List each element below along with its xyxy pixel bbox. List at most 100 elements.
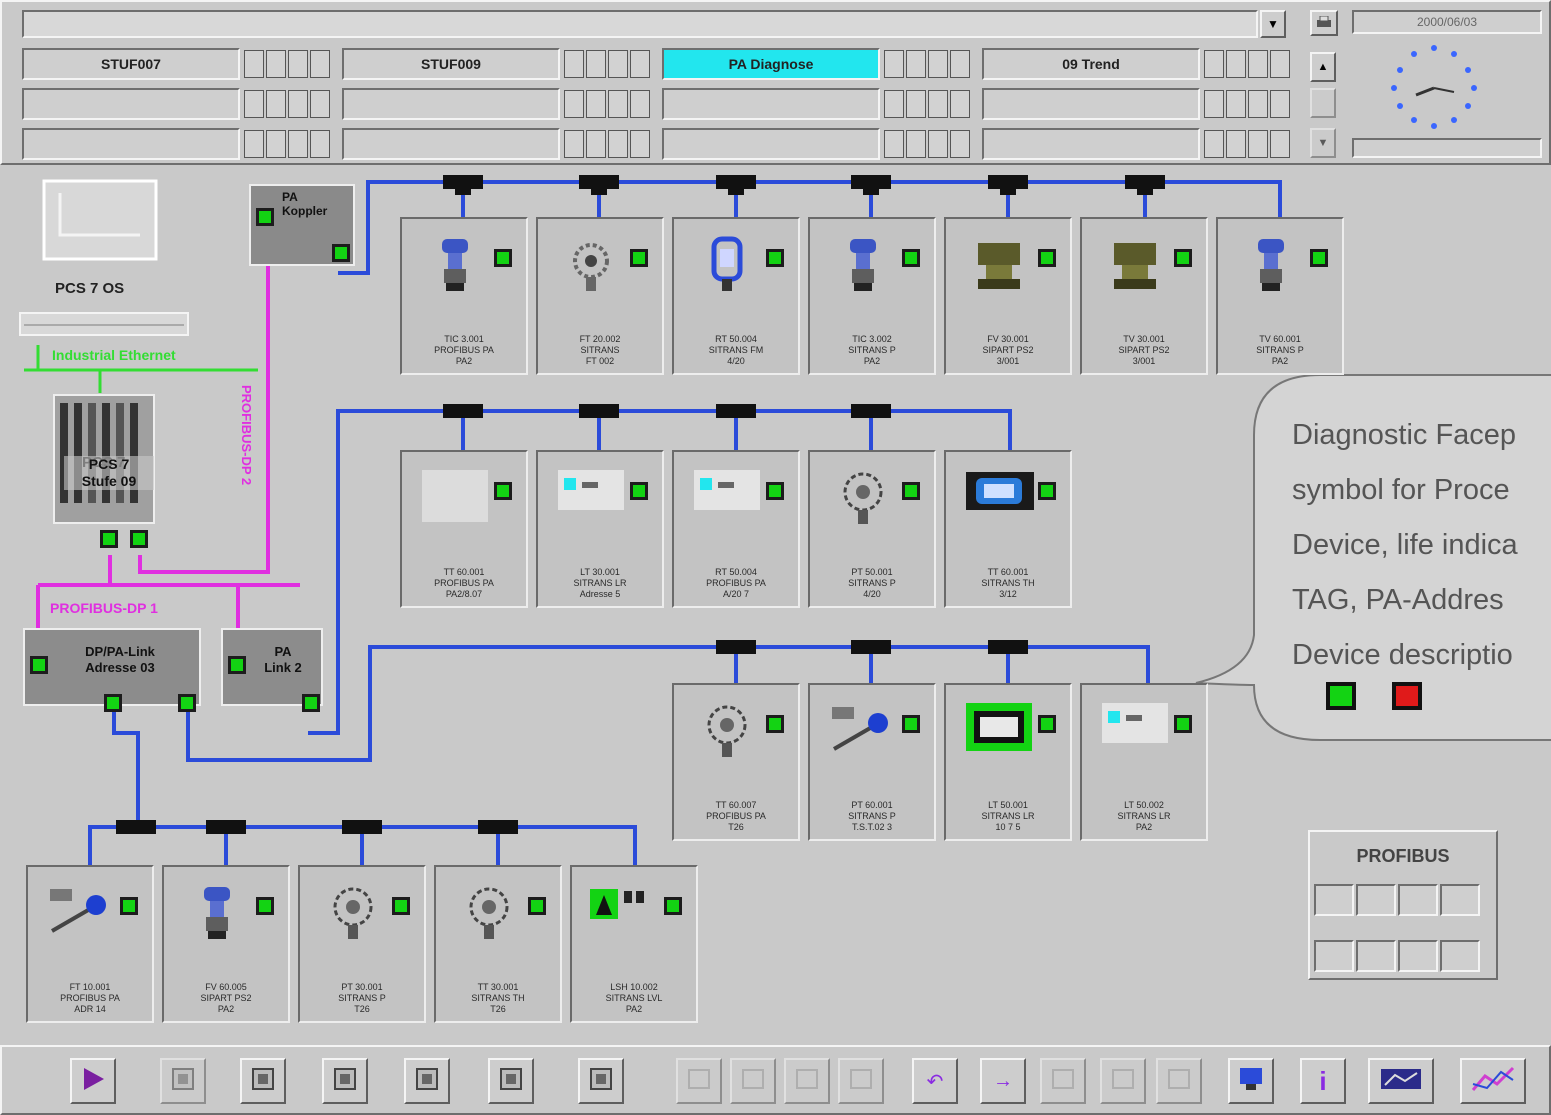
area-field[interactable] xyxy=(342,128,560,160)
pa-coupler-out-lamp[interactable] xyxy=(332,244,350,262)
area-status-box[interactable] xyxy=(310,90,330,118)
device-status-lamp[interactable] xyxy=(902,715,920,733)
area-status-box[interactable] xyxy=(950,50,970,78)
device-status-lamp[interactable] xyxy=(392,897,410,915)
area-status-box[interactable] xyxy=(310,50,330,78)
profibus-slot[interactable] xyxy=(1356,884,1396,916)
device-faceplate[interactable]: TT 60.001 PROFIBUS PA PA2/8.07 xyxy=(400,450,528,608)
device-status-lamp[interactable] xyxy=(1038,249,1056,267)
area-status-box[interactable] xyxy=(310,130,330,158)
area-status-box[interactable] xyxy=(244,50,264,78)
area-field[interactable] xyxy=(662,128,880,160)
area-status-box[interactable] xyxy=(950,90,970,118)
area-status-box[interactable] xyxy=(928,130,948,158)
area-status-box[interactable] xyxy=(884,130,904,158)
area-status-box[interactable] xyxy=(1270,130,1290,158)
device-faceplate[interactable]: TT 60.001 SITRANS TH 3/12 xyxy=(944,450,1072,608)
device-status-lamp[interactable] xyxy=(528,897,546,915)
area-field[interactable] xyxy=(982,128,1200,160)
area-status-box[interactable] xyxy=(1204,130,1224,158)
nav-up-button[interactable]: ▲ xyxy=(1310,52,1336,82)
dropdown-button[interactable]: ▼ xyxy=(1260,10,1286,38)
area-status-box[interactable] xyxy=(1226,90,1246,118)
area-status-box[interactable] xyxy=(1248,50,1268,78)
area-status-box[interactable] xyxy=(244,90,264,118)
device-faceplate[interactable]: FV 30.001 SIPART PS2 3/001 xyxy=(944,217,1072,375)
device-faceplate[interactable]: TT 30.001 SITRANS TH T26 xyxy=(434,865,562,1023)
device-status-lamp[interactable] xyxy=(494,482,512,500)
area-status-box[interactable] xyxy=(630,50,650,78)
device-status-lamp[interactable] xyxy=(1310,249,1328,267)
toolbar-button[interactable] xyxy=(838,1058,884,1104)
dp-pa-left-lamp[interactable] xyxy=(30,656,48,674)
cpu-lamp-2[interactable] xyxy=(130,530,148,548)
pa-coupler-lamp[interactable] xyxy=(256,208,274,226)
toolbar-button[interactable] xyxy=(730,1058,776,1104)
dp-pa-left-out-lamp-1[interactable] xyxy=(104,694,122,712)
area-status-box[interactable] xyxy=(608,50,628,78)
area-status-box[interactable] xyxy=(564,130,584,158)
device-faceplate[interactable]: PT 60.001 SITRANS P T.S.T.02 3 xyxy=(808,683,936,841)
toolbar-button[interactable] xyxy=(488,1058,534,1104)
device-faceplate[interactable]: LT 50.002 SITRANS LR PA2 xyxy=(1080,683,1208,841)
area-status-box[interactable] xyxy=(630,90,650,118)
profibus-slot[interactable] xyxy=(1440,940,1480,972)
profibus-slot[interactable] xyxy=(1356,940,1396,972)
profibus-slot[interactable] xyxy=(1398,940,1438,972)
device-faceplate[interactable]: FT 20.002 SITRANS FT 002 xyxy=(536,217,664,375)
area-field[interactable]: 09 Trend xyxy=(982,48,1200,80)
toolbar-button[interactable] xyxy=(240,1058,286,1104)
area-status-box[interactable] xyxy=(564,90,584,118)
area-status-box[interactable] xyxy=(950,130,970,158)
area-field[interactable] xyxy=(22,88,240,120)
device-status-lamp[interactable] xyxy=(494,249,512,267)
area-field[interactable] xyxy=(22,128,240,160)
area-status-box[interactable] xyxy=(586,90,606,118)
device-faceplate[interactable]: FT 10.001 PROFIBUS PA ADR 14 xyxy=(26,865,154,1023)
device-faceplate[interactable]: TV 30.001 SIPART PS2 3/001 xyxy=(1080,217,1208,375)
dp-pa-right-lamp[interactable] xyxy=(228,656,246,674)
area-status-box[interactable] xyxy=(586,50,606,78)
toolbar-button[interactable] xyxy=(1156,1058,1202,1104)
device-status-lamp[interactable] xyxy=(1038,715,1056,733)
device-status-lamp[interactable] xyxy=(902,249,920,267)
area-status-box[interactable] xyxy=(288,50,308,78)
device-status-lamp[interactable] xyxy=(630,249,648,267)
area-status-box[interactable] xyxy=(266,90,286,118)
area-field[interactable] xyxy=(342,88,560,120)
device-faceplate[interactable]: TV 60.001 SITRANS P PA2 xyxy=(1216,217,1344,375)
device-status-lamp[interactable] xyxy=(256,897,274,915)
area-status-box[interactable] xyxy=(288,90,308,118)
area-status-box[interactable] xyxy=(928,50,948,78)
area-status-box[interactable] xyxy=(608,90,628,118)
device-status-lamp[interactable] xyxy=(766,482,784,500)
device-status-lamp[interactable] xyxy=(902,482,920,500)
toolbar-button[interactable] xyxy=(676,1058,722,1104)
area-status-box[interactable] xyxy=(1270,50,1290,78)
toolbar-button[interactable] xyxy=(1368,1058,1434,1104)
device-faceplate[interactable]: TIC 3.001 PROFIBUS PA PA2 xyxy=(400,217,528,375)
area-status-box[interactable] xyxy=(1226,130,1246,158)
area-field[interactable] xyxy=(982,88,1200,120)
area-status-box[interactable] xyxy=(906,130,926,158)
device-status-lamp[interactable] xyxy=(120,897,138,915)
area-status-box[interactable] xyxy=(1270,90,1290,118)
device-faceplate[interactable]: LT 50.001 SITRANS LR 10 7 5 xyxy=(944,683,1072,841)
profibus-slot[interactable] xyxy=(1314,884,1354,916)
toolbar-button[interactable] xyxy=(1100,1058,1146,1104)
area-status-box[interactable] xyxy=(630,130,650,158)
device-status-lamp[interactable] xyxy=(766,715,784,733)
area-field[interactable]: STUF009 xyxy=(342,48,560,80)
area-status-box[interactable] xyxy=(1248,90,1268,118)
area-status-box[interactable] xyxy=(1204,90,1224,118)
toolbar-button[interactable] xyxy=(1228,1058,1274,1104)
toolbar-button[interactable] xyxy=(70,1058,116,1104)
toolbar-button[interactable] xyxy=(404,1058,450,1104)
device-faceplate[interactable]: FV 60.005 SIPART PS2 PA2 xyxy=(162,865,290,1023)
nav-mid-button[interactable] xyxy=(1310,88,1336,118)
printer-button[interactable] xyxy=(1310,10,1338,36)
device-faceplate[interactable]: LT 30.001 SITRANS LR Adresse 5 xyxy=(536,450,664,608)
device-status-lamp[interactable] xyxy=(1174,249,1192,267)
area-status-box[interactable] xyxy=(266,130,286,158)
profibus-slot[interactable] xyxy=(1398,884,1438,916)
